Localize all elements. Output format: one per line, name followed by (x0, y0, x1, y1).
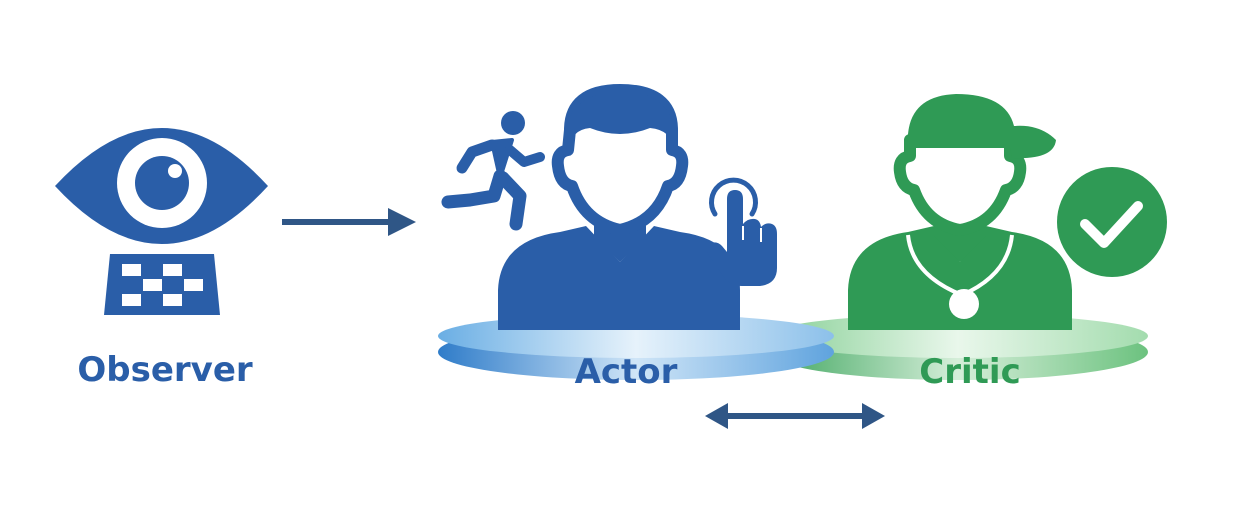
critic-label: Critic (919, 352, 1021, 392)
actor-critic-bidirectional-arrow (705, 403, 885, 429)
running-person-icon (441, 111, 545, 231)
tap-hand-icon (706, 177, 777, 286)
observer-eye-icon (55, 128, 268, 244)
observer-grid-icon (104, 254, 220, 315)
check-circle-icon (1057, 167, 1167, 277)
actor-label: Actor (574, 352, 678, 392)
critic-person-icon (848, 94, 1072, 330)
actor-person-icon (498, 84, 740, 330)
observer-to-actor-arrow (282, 208, 416, 236)
observer-label: Observer (77, 350, 253, 390)
